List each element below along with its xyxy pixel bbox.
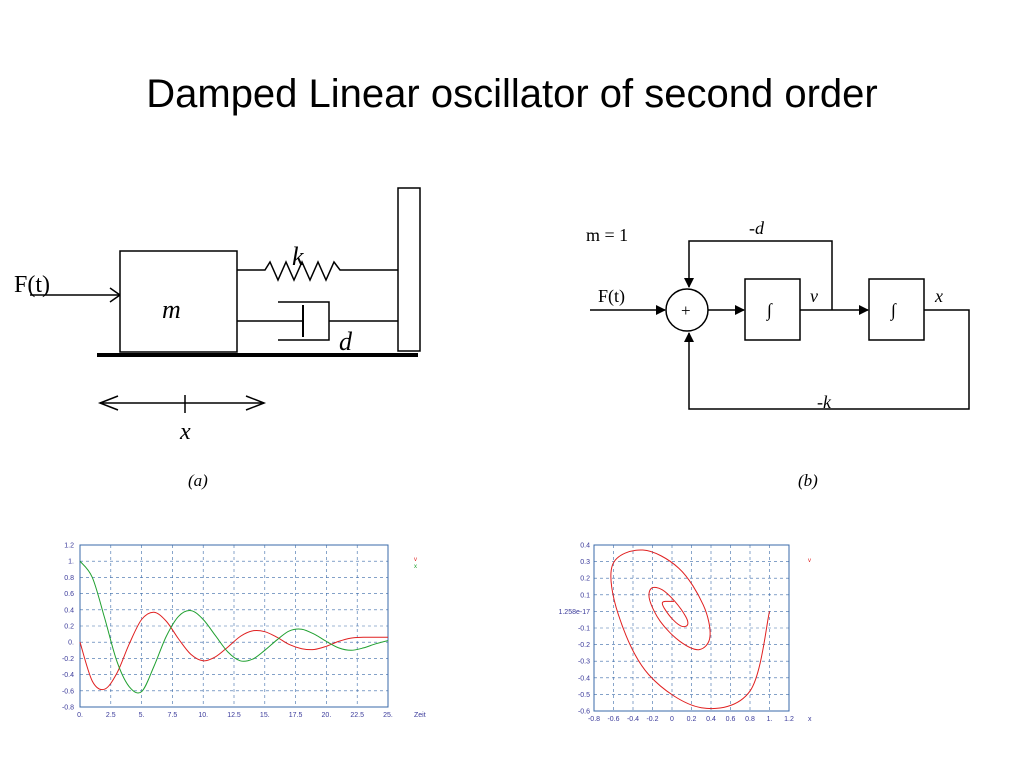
mass-block bbox=[119, 250, 238, 353]
x-tick-label: -0.4 bbox=[627, 716, 639, 723]
damper-label: d bbox=[339, 327, 353, 356]
x-tick-label: 12.5 bbox=[227, 712, 241, 719]
velocity-label: v bbox=[810, 286, 818, 306]
integrator-2 bbox=[868, 278, 925, 341]
x-axis-label: Zeit bbox=[414, 712, 426, 719]
series-line-v bbox=[79, 611, 388, 691]
x-tick-label: 1. bbox=[767, 716, 773, 723]
x-tick-label: 0.8 bbox=[745, 716, 755, 723]
y-tick-label: 1. bbox=[68, 559, 74, 566]
integrator-1-symbol: ∫ bbox=[766, 300, 773, 321]
y-tick-label: 1.2 bbox=[64, 543, 74, 550]
y-tick-label: 0.1 bbox=[580, 592, 590, 599]
x-tick-label: 7.5 bbox=[168, 712, 178, 719]
displacement-arrowhead-right bbox=[245, 395, 267, 411]
y-tick-label: 0.3 bbox=[580, 559, 590, 566]
y-tick-label: 0.4 bbox=[580, 543, 590, 550]
mechanical-diagram: F(t) m k d x (a) bbox=[14, 187, 421, 490]
series-line-v bbox=[610, 549, 770, 709]
damping-feedback-label: -d bbox=[749, 218, 765, 238]
x-tick-label: -0.8 bbox=[588, 716, 600, 723]
block-diagram: m = 1 F(t) + ∫ v ∫ x -k -d (b) bbox=[586, 218, 970, 490]
y-tick-label: -0.4 bbox=[578, 675, 590, 682]
y-tick-label: 0.8 bbox=[64, 575, 74, 582]
x-tick-label: 10. bbox=[198, 712, 208, 719]
spring-label: k bbox=[292, 242, 304, 271]
x-tick-label: -0.2 bbox=[646, 716, 658, 723]
mass-note: m = 1 bbox=[586, 225, 628, 245]
y-tick-label: 0.2 bbox=[64, 624, 74, 631]
wall bbox=[397, 187, 421, 352]
x-tick-label: 0.2 bbox=[687, 716, 697, 723]
spring bbox=[237, 260, 398, 282]
integrator-1 bbox=[744, 278, 801, 341]
x-tick-label: 2.5 bbox=[106, 712, 116, 719]
legend-entry-x: x bbox=[414, 564, 417, 570]
summing-symbol: + bbox=[681, 301, 691, 320]
y-tick-label: -0.3 bbox=[578, 659, 590, 666]
x-tick-label: 0.6 bbox=[726, 716, 736, 723]
x-tick-label: 0.4 bbox=[706, 716, 716, 723]
y-tick-label: 0.6 bbox=[64, 591, 74, 598]
y-tick-label: -0.6 bbox=[62, 688, 74, 695]
legend-entry-v: v bbox=[808, 558, 811, 564]
caption-a: (a) bbox=[188, 471, 208, 490]
displacement-label: x bbox=[179, 419, 191, 445]
x-tick-label: 22.5 bbox=[350, 712, 364, 719]
legend-entry-v: v bbox=[414, 557, 417, 563]
y-tick-label: 0. bbox=[68, 640, 74, 647]
output-label: x bbox=[934, 286, 943, 306]
spring-feedback-label: -k bbox=[817, 392, 832, 412]
y-tick-label: 1.258e-17 bbox=[558, 609, 590, 616]
x-tick-label: 0. bbox=[77, 712, 83, 719]
series-line-x bbox=[79, 560, 389, 694]
x-tick-label: 17.5 bbox=[289, 712, 303, 719]
mass-label: m bbox=[162, 295, 181, 324]
x-tick-label: 1.2 bbox=[784, 716, 794, 723]
y-tick-label: -0.1 bbox=[578, 626, 590, 633]
x-tick-label: 15. bbox=[260, 712, 270, 719]
slide-title: Damped Linear oscillator of second order bbox=[146, 72, 878, 116]
x-tick-label: -0.6 bbox=[607, 716, 619, 723]
caption-b: (b) bbox=[798, 471, 818, 490]
y-tick-label: -0.4 bbox=[62, 672, 74, 679]
time-response-chart: 0. 2.5 5. 7.5 10. 12.5 15. 17.5 20. 22.5 25. 1.2 1. 0… bbox=[62, 543, 426, 720]
x-tick-label: 20. bbox=[322, 712, 332, 719]
y-tick-label: -0.2 bbox=[62, 656, 74, 663]
input-label: F(t) bbox=[598, 286, 625, 307]
integrator-2-symbol: ∫ bbox=[890, 300, 897, 321]
y-tick-label: -0.2 bbox=[578, 642, 590, 649]
x-tick-label: 25. bbox=[383, 712, 393, 719]
y-tick-label: -0.8 bbox=[62, 705, 74, 712]
y-tick-label: 0.2 bbox=[580, 576, 590, 583]
force-label: F(t) bbox=[14, 272, 50, 298]
y-tick-label: -0.5 bbox=[578, 692, 590, 699]
displacement-arrowhead-left bbox=[97, 395, 119, 411]
x-tick-label: 0 bbox=[670, 716, 674, 723]
output-line bbox=[684, 309, 970, 410]
y-tick-label: 0.4 bbox=[64, 607, 74, 614]
x-axis-label: x bbox=[808, 716, 812, 723]
damping-feedback-line bbox=[684, 240, 833, 310]
x-tick-label: 5. bbox=[139, 712, 145, 719]
y-tick-label: -0.6 bbox=[578, 709, 590, 716]
